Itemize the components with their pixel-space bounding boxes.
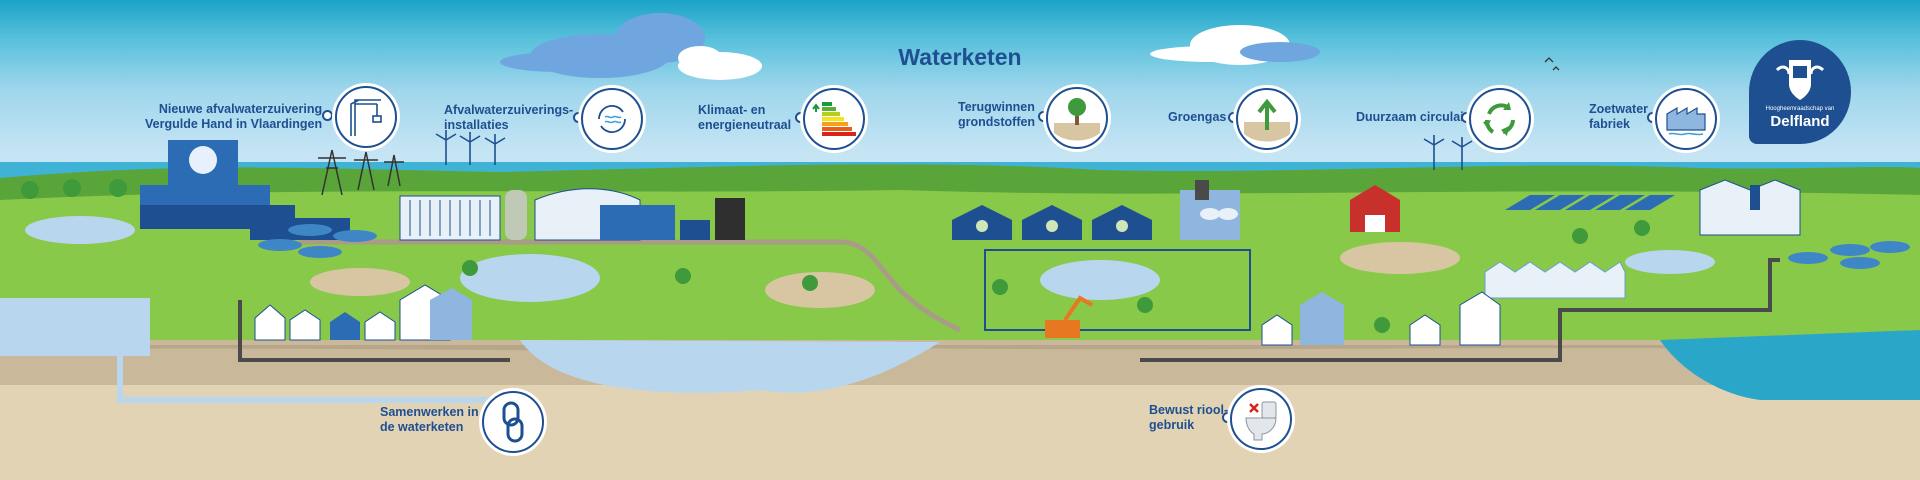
logo-name: Delfland	[1770, 113, 1830, 130]
badge-zoetwater	[1655, 88, 1717, 150]
label-afvalwaterzuivering-line2: Vergulde Hand in Vlaardingen	[145, 117, 323, 131]
toilet-icon	[1245, 401, 1277, 441]
page-title: Waterketen	[898, 44, 1022, 70]
delfland-logo: Hoogheemraadschap van Delfland	[1749, 40, 1851, 144]
label-riool: Bewust riool- gebruik	[1149, 403, 1228, 433]
label-installaties-line2: installaties	[444, 118, 509, 132]
badge-installaties	[581, 88, 643, 150]
label-riool-line2: gebruik	[1149, 418, 1195, 432]
label-afvalwaterzuivering: Nieuwe afvalwaterzuivering Vergulde Hand…	[145, 102, 322, 132]
badge-klimaat	[803, 88, 865, 150]
cloud-left-white	[678, 46, 762, 80]
label-groengas-line1: Groengas	[1168, 110, 1227, 124]
label-installaties-line1: Afvalwaterzuiverings-	[444, 103, 574, 117]
cloud-left	[500, 13, 705, 78]
water-cycle-icon	[598, 105, 626, 133]
label-zoetwater: Zoetwater fabriek	[1589, 102, 1648, 132]
label-klimaat-line1: Klimaat- en	[698, 103, 766, 117]
label-zoetwater-line2: fabriek	[1589, 117, 1630, 131]
logo-subtitle: Hoogheemraadschap van	[1765, 106, 1835, 112]
badge-samenwerken	[482, 391, 544, 453]
label-groengas: Groengas	[1168, 110, 1226, 125]
badge-groengas	[1236, 88, 1298, 150]
label-installaties: Afvalwaterzuiverings- installaties	[444, 103, 573, 133]
label-riool-line1: Bewust riool-	[1149, 403, 1229, 417]
label-zoetwater-line1: Zoetwater	[1589, 102, 1649, 116]
label-terugwinnen: Terugwinnen grondstoffen	[958, 100, 1035, 130]
label-circulair: Duurzaam circulair	[1356, 110, 1469, 125]
chain-link-icon	[502, 401, 524, 443]
badge-riool	[1230, 388, 1292, 450]
badge-terugwinnen	[1046, 87, 1108, 149]
badge-afvalwaterzuivering	[335, 86, 397, 148]
crane-icon	[350, 99, 382, 136]
label-terugwinnen-line2: grondstoffen	[958, 115, 1036, 129]
delfland-crest-icon	[1775, 60, 1825, 100]
label-afvalwaterzuivering-line1: Nieuwe afvalwaterzuivering	[158, 102, 323, 116]
badge-circulair	[1469, 88, 1531, 150]
cloud-right-blue	[1240, 42, 1320, 62]
energy-label-icon	[812, 102, 856, 136]
label-klimaat: Klimaat- en energieneutraal	[698, 103, 791, 133]
label-circulair-line1: Duurzaam circulair	[1356, 110, 1469, 124]
label-terugwinnen-line1: Terugwinnen	[958, 100, 1035, 114]
recycle-icon	[1483, 102, 1515, 136]
gas-arrow-icon	[1244, 98, 1290, 142]
label-samenwerken-line2: de waterketen	[380, 420, 464, 434]
tree-resource-icon	[1054, 98, 1100, 141]
connector-dot	[322, 110, 333, 121]
label-samenwerken-line1: Samenwerken in	[380, 405, 479, 419]
label-samenwerken: Samenwerken in de waterketen	[380, 405, 479, 435]
label-klimaat-line2: energieneutraal	[698, 118, 792, 132]
factory-icon	[1666, 106, 1706, 136]
